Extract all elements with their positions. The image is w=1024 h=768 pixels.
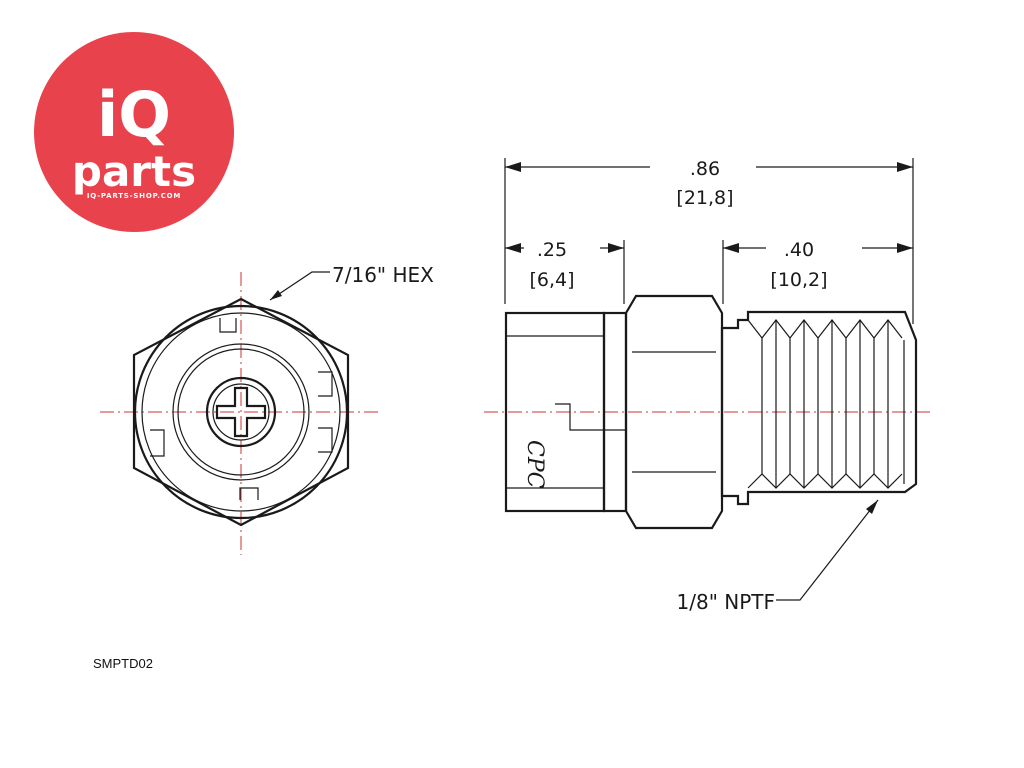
thread-length-dimension: .40 [10,2]	[723, 239, 913, 291]
body-outer-circle	[133, 304, 349, 520]
thread-body-outline	[720, 310, 918, 506]
hex-body-side	[624, 294, 724, 530]
coupling-slot	[555, 403, 626, 431]
overall-dim-mm: [21,8]	[676, 187, 733, 209]
body-inner-circle	[172, 343, 310, 481]
iq-parts-logo: iQ parts IQ-PARTS-SHOP.COM	[34, 32, 234, 232]
logo-line-iq: iQ	[97, 78, 171, 151]
hex-callout-label: 7/16" HEX	[332, 263, 434, 287]
end-view-tab-top	[219, 318, 237, 333]
thread-dim-arrow-a	[723, 243, 739, 253]
overall-dim-inches: .86	[690, 158, 720, 180]
body-inner-circle-2	[177, 348, 305, 476]
logo-tagline: IQ-PARTS-SHOP.COM	[87, 192, 181, 200]
valve-inner-circle	[212, 383, 270, 441]
thread-dim-inches: .40	[784, 239, 814, 261]
thread-dim-arrow-b	[897, 243, 913, 253]
side-view: CPC	[484, 158, 934, 614]
thread-callout-leader	[776, 499, 879, 601]
thread-teeth-bottom	[747, 473, 903, 489]
thread-crest-lines	[761, 320, 889, 488]
body-second-circle	[141, 312, 341, 512]
coupling-length-dimension: .25 [6,4]	[505, 239, 624, 291]
end-view-tab-left	[150, 429, 165, 457]
logo-circle	[34, 32, 234, 232]
valve-cross	[215, 386, 267, 438]
hex-callout-arrowhead	[270, 290, 282, 300]
thread-callout-label: 1/8" NPTF	[677, 590, 776, 614]
overall-dimension: .86 [21,8]	[505, 158, 913, 209]
thread-callout-arrowhead	[866, 500, 878, 514]
end-view: 7/16" HEX	[100, 263, 434, 555]
left-dim-mm: [6,4]	[529, 269, 574, 291]
left-dim-arrow-a	[505, 243, 521, 253]
left-dim-arrow-b	[608, 243, 624, 253]
end-view-tab-bottom	[239, 487, 259, 500]
overall-arrow-right	[897, 162, 913, 172]
part-code-label: SMPTD02	[93, 656, 153, 671]
cpc-mark: CPC	[522, 440, 547, 489]
logo-line-parts: parts	[72, 147, 196, 196]
valve-outer-circle	[205, 376, 277, 448]
overall-arrow-left	[505, 162, 521, 172]
thread-teeth-top	[747, 319, 903, 339]
end-view-tab-right-upper	[318, 371, 333, 397]
left-dim-inches: .25	[537, 239, 567, 261]
thread-dim-mm: [10,2]	[770, 269, 827, 291]
hex-outline	[132, 297, 350, 527]
hex-callout-leader	[269, 271, 330, 301]
end-view-tab-right-lower	[318, 427, 333, 453]
